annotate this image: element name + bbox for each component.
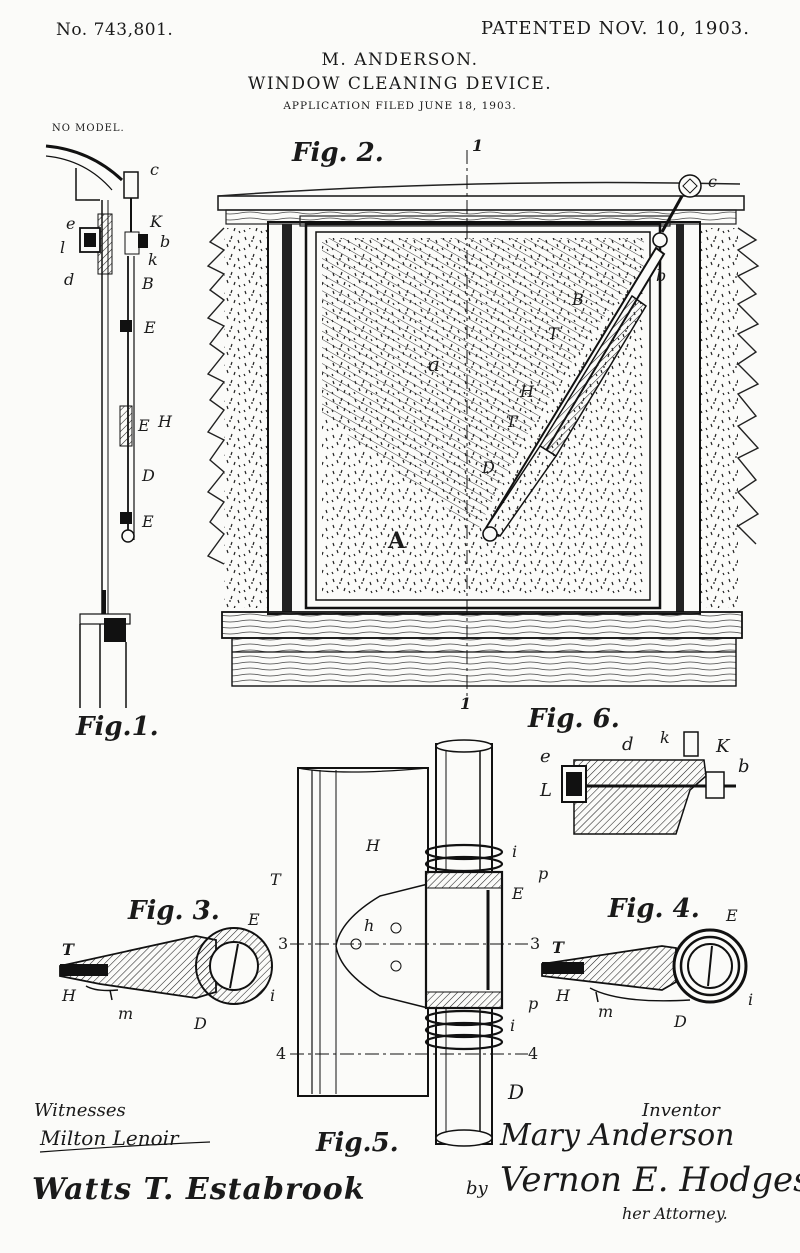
fig4-ref: H (556, 986, 570, 1005)
fig2-ref: a (428, 352, 440, 376)
fig2-ref: c (708, 172, 717, 191)
fig1-ref: B (142, 274, 154, 293)
inventor-signature: Mary Anderson (500, 1118, 735, 1153)
fig1-ref: E (144, 318, 156, 337)
fig2-ref: T (506, 412, 517, 431)
fig1-ref: E (138, 416, 150, 435)
witness-signature-2: Watts T. Estabrook (32, 1172, 366, 1207)
fig2-ref: B (572, 290, 584, 309)
fig5-ref: p (528, 994, 539, 1013)
model-note: NO MODEL. (52, 123, 125, 134)
fig2-ref: H (520, 382, 534, 401)
fig3-ref: T (62, 940, 74, 959)
fig5-ref: 4 (528, 1044, 539, 1063)
wall-left (224, 228, 268, 608)
fig1-ref: H (158, 412, 172, 431)
fig3-ref: E (248, 910, 260, 929)
fig6-ref: k (660, 728, 670, 747)
fig2-ref: D (482, 458, 495, 477)
fig5-ref: h (364, 916, 375, 935)
fig1-ref: l (60, 238, 66, 257)
fig1-ref: e (66, 214, 76, 233)
fig3-ref: D (194, 1014, 207, 1033)
fig5-ref: 4 (276, 1044, 287, 1063)
patent-title: WINDOW CLEANING DEVICE. (247, 74, 553, 94)
fig2-ref: T (548, 324, 559, 343)
fig1-ref: E (142, 512, 154, 531)
fig2-ref: 1 (472, 136, 484, 155)
fig5-ref: D (508, 1080, 525, 1104)
fig1-ref: d (64, 270, 75, 289)
fig5-ref: 3 (278, 934, 289, 953)
fig3-ref: i (270, 986, 276, 1005)
fig4-ref: m (598, 1002, 614, 1021)
fig3-label: Fig. 3. (128, 896, 220, 926)
fig5-ref: i (512, 842, 518, 861)
fig5-ref: i (510, 1016, 516, 1035)
fig3-ref: H (62, 986, 76, 1005)
fig3-ref: m (118, 1004, 134, 1023)
fig6-label: Fig. 6. (528, 704, 620, 734)
fig5-ref: T (270, 870, 281, 889)
fig3-section (59, 927, 273, 1005)
fig1-label: Fig.1. (76, 712, 159, 742)
attorney-label: her Attorney. (622, 1204, 728, 1223)
fig5-ref: H (366, 836, 380, 855)
application-filed: APPLICATION FILED JUNE 18, 1903. (283, 100, 517, 112)
fig1-side-section (45, 144, 148, 708)
witness-signature-1: Milton Lenoir (40, 1126, 179, 1150)
fig2-window-drawing (206, 150, 760, 700)
attorney-signature: Vernon E. Hodges (500, 1160, 800, 1200)
fig4-ref: T (552, 938, 564, 957)
fig1-ref: K (150, 212, 162, 231)
fig1-ref: b (160, 232, 171, 251)
fig1-ref: c (150, 160, 159, 179)
wall-right (700, 228, 738, 608)
inventor-name: M. ANDERSON. (321, 50, 479, 70)
fig4-section (541, 928, 748, 1004)
fig6-ref: b (738, 756, 750, 777)
fig6-ref: e (540, 746, 551, 767)
fig4-ref: D (674, 1012, 687, 1031)
fig2-ref: b (656, 266, 667, 285)
fig5-label: Fig.5. (316, 1128, 399, 1158)
fig2-ref: A (388, 528, 406, 554)
fig4-ref: E (726, 906, 738, 925)
fig6-ref: d (622, 734, 634, 755)
fig2-ref: 1 (460, 694, 472, 713)
fig1-ref: D (142, 466, 155, 485)
fig1-ref: k (148, 250, 158, 269)
patent-number: No. 743,801. (56, 20, 174, 40)
patent-date: PATENTED NOV. 10, 1903. (480, 18, 750, 39)
fig2-label: Fig. 2. (292, 138, 384, 168)
by-label: by (466, 1178, 488, 1199)
witnesses-label: Witnesses (34, 1100, 126, 1121)
fig5-ref: E (512, 884, 524, 903)
fig5-ref: 3 (530, 934, 541, 953)
fig6-ref: K (716, 736, 730, 757)
fig6-bracket-detail (561, 731, 736, 835)
fig5-hinge-detail (290, 739, 528, 1147)
fig4-ref: i (748, 990, 754, 1009)
fig4-label: Fig. 4. (608, 894, 700, 924)
fig6-ref: L (540, 780, 552, 801)
fig5-ref: p (538, 864, 549, 883)
inventor-label: Inventor (642, 1100, 720, 1121)
